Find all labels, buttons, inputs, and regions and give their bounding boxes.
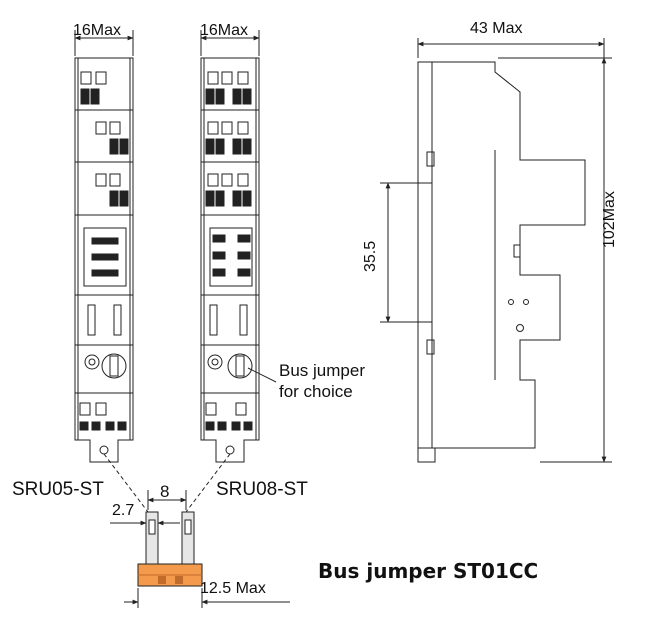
module-width-label-left: 16Max (73, 22, 122, 39)
jumper-projection-lines (103, 453, 231, 513)
side-view-outline (417, 61, 586, 463)
jumper-dimension-lines (110, 490, 290, 608)
bus-jumper-callout-line1: Bus jumper (279, 361, 365, 380)
diagram-title: Bus jumper ST01CC (318, 559, 539, 583)
bus-jumper-st01cc (137, 511, 203, 587)
pin-pitch-label: 8 (160, 482, 170, 501)
side-height-label: 102Max (601, 191, 618, 248)
side-dimension-lines (380, 38, 612, 463)
bus-jumper-leader (247, 367, 277, 383)
relay-module-sru08 (200, 57, 260, 463)
side-width-label: 43 Max (470, 20, 523, 37)
relay-module-sru05 (74, 57, 134, 463)
module-width-label-right: 16Max (200, 22, 249, 39)
rail-height-label: 35.5 (362, 240, 379, 272)
model-label-right: SRU08-ST (216, 479, 308, 500)
jumper-width-label: 12.5 Max (200, 580, 266, 597)
bus-jumper-callout-line2: for choice (279, 382, 353, 401)
model-label-left: SRU05-ST (12, 479, 104, 500)
width-dimension-lines (74, 30, 260, 56)
pin-offset-label: 2.7 (112, 502, 135, 519)
